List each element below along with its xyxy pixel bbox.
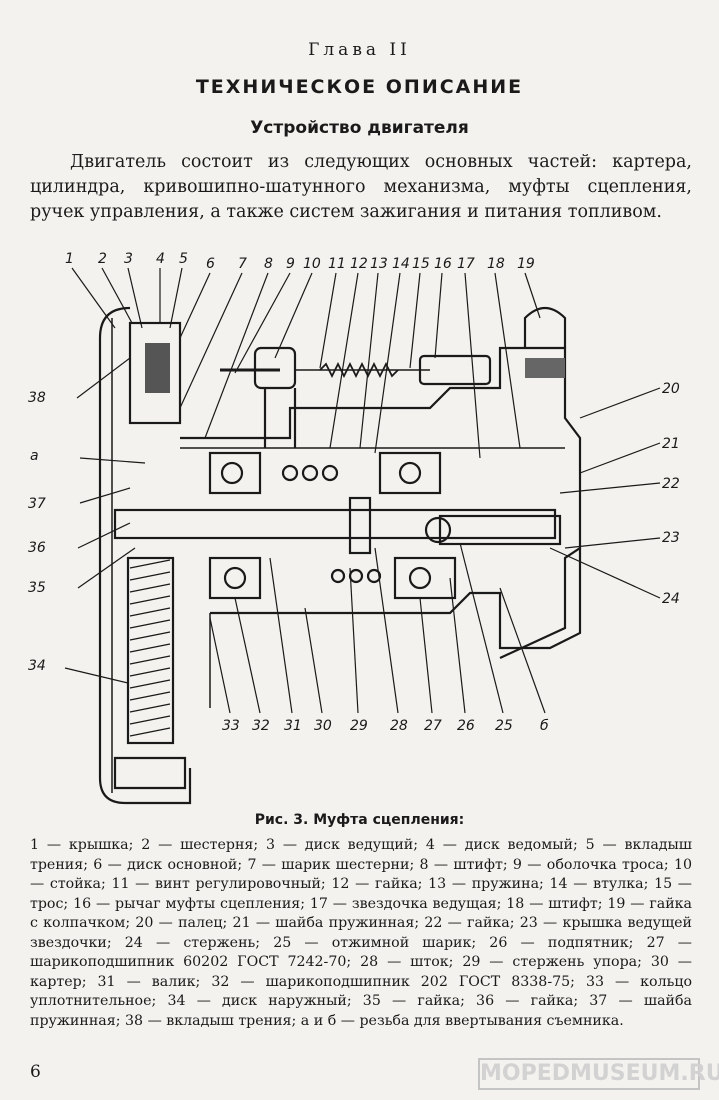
- callout-label: 12: [350, 256, 368, 272]
- callout-label: 9: [286, 256, 295, 272]
- top-callout-labels: 1 2 3 4 5 6 7 8 9 10 11 12 13 14 15 16 1…: [65, 251, 535, 272]
- callout-label: 29: [350, 718, 368, 734]
- intro-paragraph: Двигатель состоит из следующих основных …: [30, 152, 692, 222]
- callout-label: 23: [662, 530, 680, 546]
- callout-label: 37: [28, 496, 46, 512]
- callout-label: 33: [222, 718, 240, 734]
- callout-label: 25: [495, 718, 513, 734]
- callout-label: 11: [328, 256, 346, 272]
- figure-legend: 1 — крышка; 2 — шестерня; 3 — диск ведущ…: [30, 837, 692, 1029]
- callout-label: 28: [390, 718, 408, 734]
- callout-label: 26: [457, 718, 475, 734]
- callout-label: 27: [424, 718, 442, 734]
- housing-top: [180, 346, 582, 659]
- callout-label: 5: [179, 251, 188, 267]
- callout-label: 36: [28, 540, 46, 556]
- callout-label: 17: [457, 256, 475, 272]
- chapter-heading: Глава II: [308, 40, 411, 60]
- callout-label: 4: [156, 251, 165, 267]
- section-heading: Устройство двигателя: [250, 118, 469, 138]
- callout-label: 22: [662, 476, 680, 492]
- gear-outline: [126, 556, 175, 745]
- figure-caption: Рис. 3. Муфта сцепления:: [254, 812, 465, 828]
- callout-label: 24: [662, 591, 680, 607]
- callout-label: 13: [370, 256, 388, 272]
- callout-label: 35: [28, 580, 46, 596]
- main-shaft: [113, 508, 557, 540]
- left-callout-labels: 38 а 37 36 35 34: [28, 390, 46, 674]
- page-number: 6: [30, 1062, 41, 1082]
- right-callout-labels: 20 21 22 23 24: [662, 381, 680, 607]
- callout-label: 31: [284, 718, 302, 734]
- clutch-diagram: 1 2 3 4 5 6 7 8 9 10 11 12 13 14 15 16 1…: [28, 251, 680, 805]
- callout-label: 7: [238, 256, 247, 272]
- cover-outline: [98, 306, 192, 805]
- callout-label: 20: [662, 381, 680, 397]
- callout-label: 10: [303, 256, 321, 272]
- bottom-callout-labels: 33 32 31 30 29 28 27 26 25 б: [222, 718, 549, 734]
- callout-label: а: [30, 448, 39, 464]
- site-watermark: MOPEDMUSEUM.RU: [478, 1058, 719, 1090]
- callout-label: 34: [28, 658, 46, 674]
- disk-pack-upper: [128, 321, 182, 425]
- callout-label: 30: [314, 718, 332, 734]
- callout-label: 21: [662, 436, 680, 452]
- callout-label: б: [540, 718, 549, 734]
- callout-label: 2: [98, 251, 107, 267]
- callout-label: 3: [124, 251, 133, 267]
- callout-label: 6: [206, 256, 215, 272]
- callout-label: 8: [264, 256, 273, 272]
- page-title: ТЕХНИЧЕСКОЕ ОПИСАНИЕ: [195, 76, 524, 98]
- callout-label: 18: [487, 256, 505, 272]
- callout-label: 19: [517, 256, 535, 272]
- callout-label: 15: [412, 256, 430, 272]
- callout-label: 14: [392, 256, 410, 272]
- callout-label: 16: [434, 256, 452, 272]
- callout-label: 38: [28, 390, 46, 406]
- callout-label: 32: [252, 718, 270, 734]
- callout-label: 1: [65, 251, 74, 267]
